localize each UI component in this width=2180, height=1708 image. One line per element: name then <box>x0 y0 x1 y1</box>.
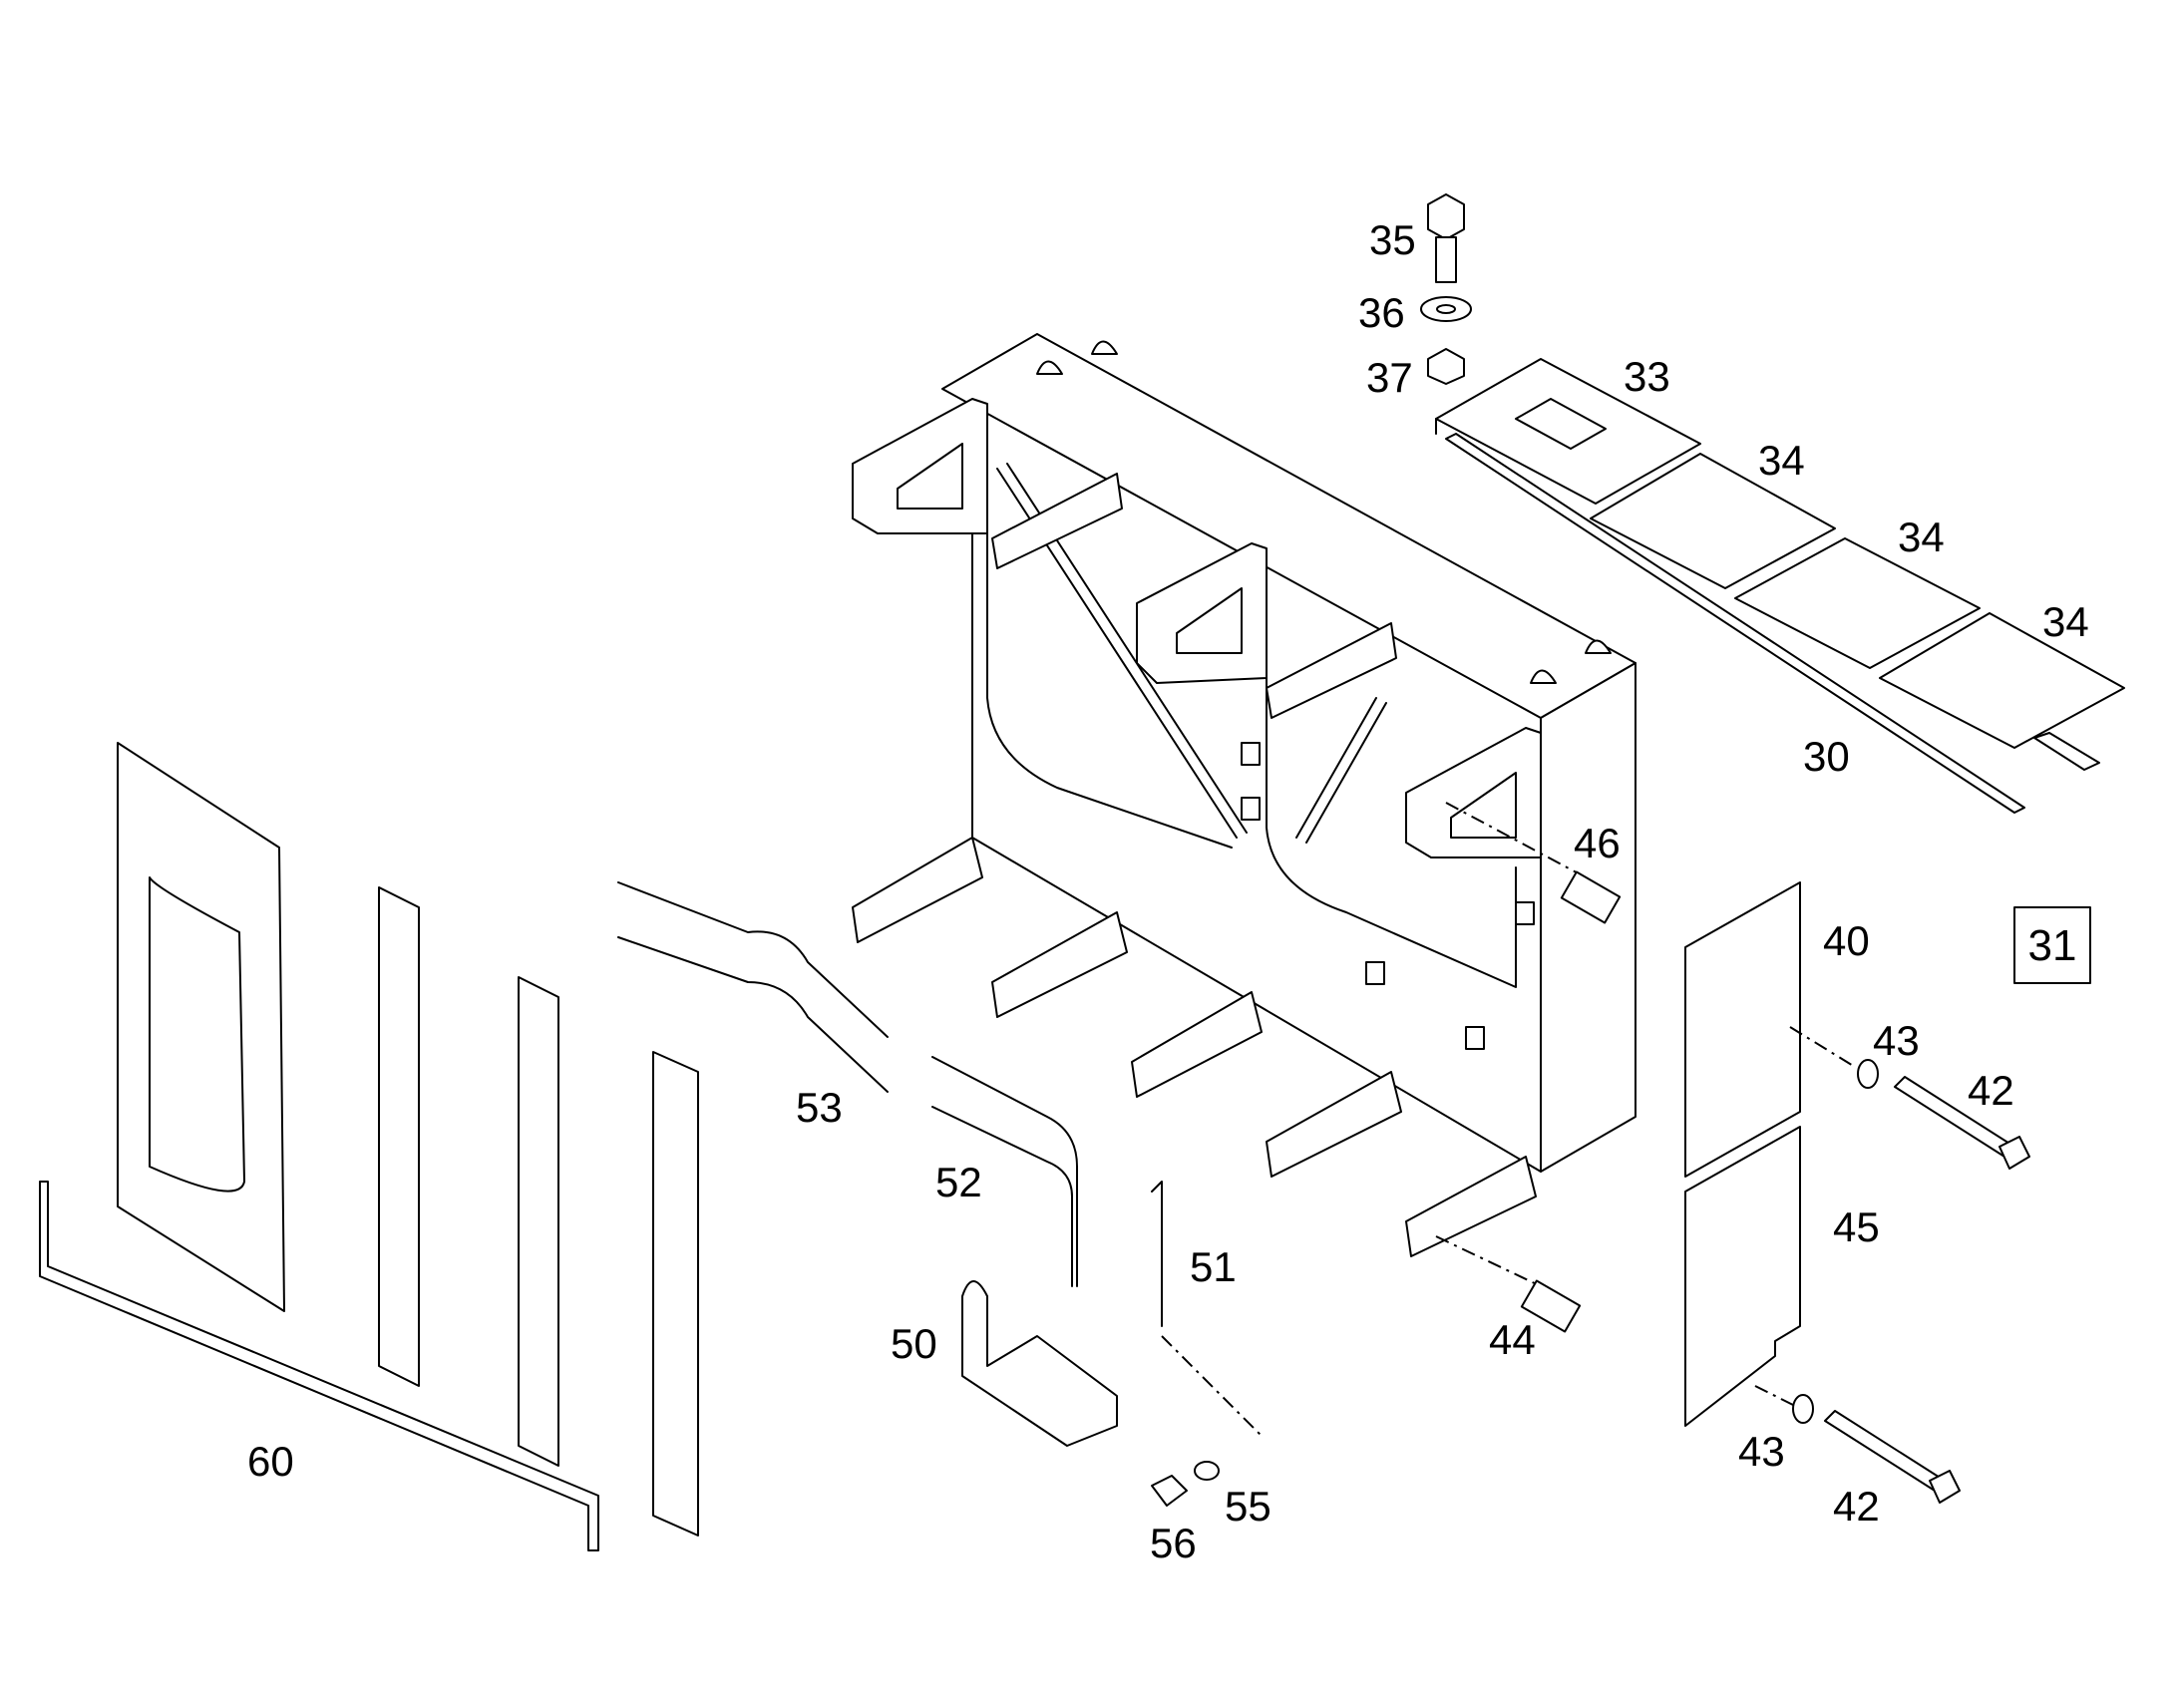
callout-50: 50 <box>891 1320 937 1367</box>
callout-42: 42 <box>1833 1483 1880 1530</box>
callout-44: 44 <box>1489 1316 1536 1363</box>
callout-34: 34 <box>2042 598 2089 645</box>
tie-rods <box>617 881 889 1093</box>
callout-35: 35 <box>1369 216 1416 263</box>
callout-34: 34 <box>1758 437 1805 484</box>
callout-60: 60 <box>247 1438 294 1485</box>
door-panel <box>117 742 285 1312</box>
side-panels <box>1684 881 2030 1504</box>
top-cover-plates <box>1435 358 2125 814</box>
callout-45: 45 <box>1833 1203 1880 1250</box>
callout-53: 53 <box>796 1084 843 1131</box>
callout-37: 37 <box>1366 354 1413 401</box>
callout-36: 36 <box>1358 289 1405 336</box>
callout-51: 51 <box>1190 1243 1237 1290</box>
callout-55: 55 <box>1225 1483 1272 1530</box>
bracket-parts <box>931 1056 1263 1507</box>
callout-52: 52 <box>935 1159 982 1205</box>
callout-33: 33 <box>1624 353 1670 400</box>
main-frame-assembly <box>852 333 1636 1257</box>
bolt-washer-nut-stack <box>1420 193 1472 385</box>
callout-labels: 35 36 37 33 34 34 34 30 46 40 43 42 45 4… <box>247 216 2089 1566</box>
callout-43: 43 <box>1738 1428 1785 1475</box>
callout-43: 43 <box>1873 1017 1920 1064</box>
spacer-tubes <box>1435 802 1622 1333</box>
base-rail <box>39 1181 599 1551</box>
vertical-rails <box>378 886 699 1537</box>
callout-30: 30 <box>1803 733 1850 780</box>
callout-31: 31 <box>2028 921 2077 970</box>
callout-42: 42 <box>1968 1067 2014 1114</box>
assembly-reference-box: 31 <box>2013 906 2091 984</box>
callout-56: 56 <box>1150 1520 1197 1566</box>
callout-40: 40 <box>1823 917 1870 964</box>
callout-34: 34 <box>1898 513 1945 560</box>
callout-46: 46 <box>1574 820 1621 866</box>
